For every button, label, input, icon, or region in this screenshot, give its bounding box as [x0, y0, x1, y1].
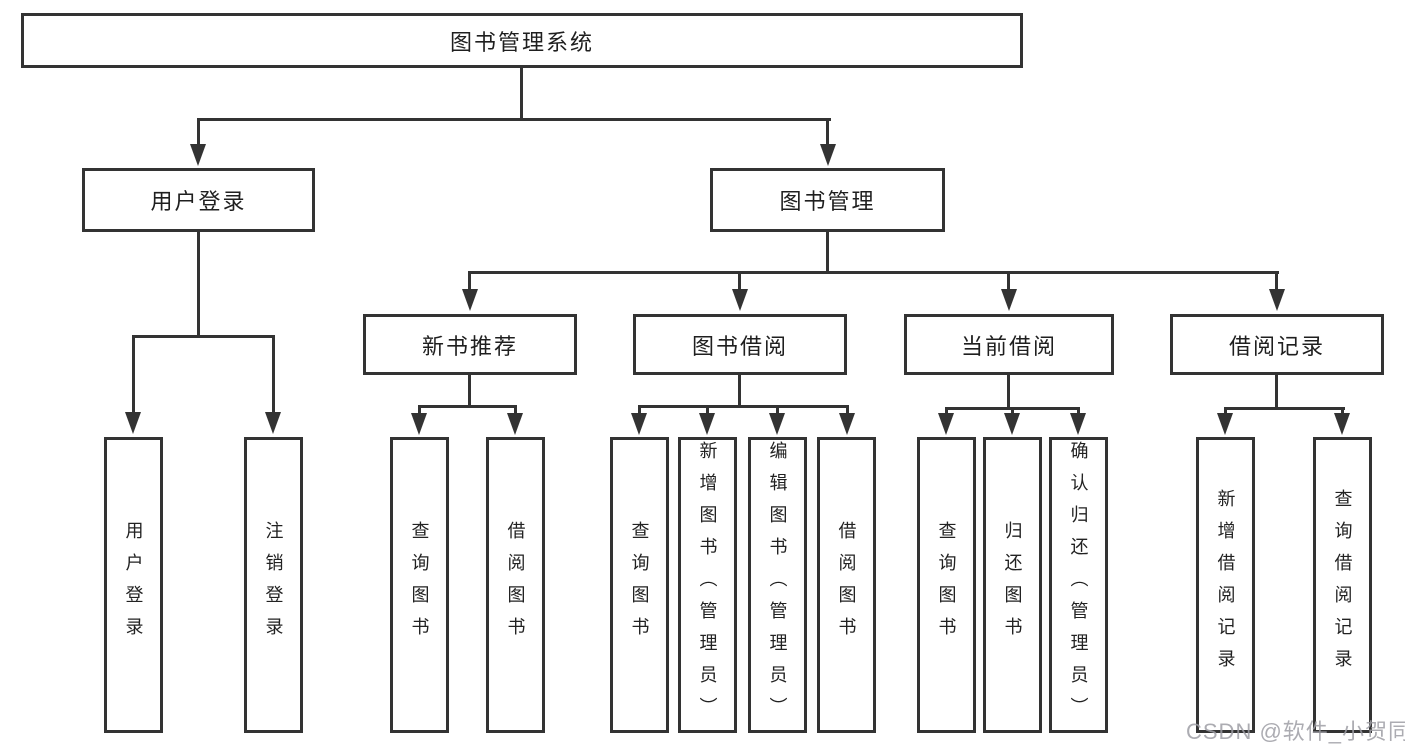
node-root-label: 图书管理系统	[449, 29, 594, 55]
connector-currentborrow-stem	[1007, 375, 1010, 410]
arrowhead-icon	[1004, 413, 1020, 435]
arrowhead-icon	[820, 144, 836, 166]
leaf-borrow-add-admin-label: 新增图书（管理员）	[697, 441, 718, 729]
connector-leaf-drop	[272, 335, 275, 414]
connector-userlogin-stem	[197, 232, 200, 338]
connector-borrowrecord-stem	[1275, 375, 1278, 410]
connector-leaf-drop	[638, 405, 641, 417]
arrowhead-icon	[938, 413, 954, 435]
connector-l3-drop	[1007, 271, 1010, 291]
leaf-record-query: 查询借阅记录	[1313, 437, 1372, 733]
connector-bookborrow-stem	[738, 375, 741, 408]
leaf-current-return: 归还图书	[983, 437, 1042, 733]
node-user-login: 用户登录	[82, 168, 315, 232]
arrowhead-icon	[507, 413, 523, 435]
arrowhead-icon	[1217, 413, 1233, 435]
connector-leaf-drop	[514, 405, 517, 417]
connector-leaf-drop	[1077, 407, 1080, 417]
connector-leaf-drop	[132, 335, 135, 414]
connector-root-bar	[197, 118, 831, 121]
node-book-borrow-label: 图书借阅	[691, 333, 788, 359]
leaf-current-query: 查询图书	[917, 437, 976, 733]
connector-root-stem	[520, 68, 523, 119]
leaf-borrow-query-label: 查询图书	[629, 521, 650, 649]
leaf-record-query-label: 查询借阅记录	[1332, 489, 1353, 681]
connector-bookmgmt-bar	[468, 271, 1279, 274]
arrowhead-icon	[1269, 289, 1285, 311]
connector-l3-drop	[468, 271, 471, 291]
node-new-book-recommend: 新书推荐	[363, 314, 577, 375]
arrowhead-icon	[1070, 413, 1086, 435]
connector-bookmgmt-drop	[826, 118, 829, 148]
arrowhead-icon	[462, 289, 478, 311]
node-borrow-record: 借阅记录	[1170, 314, 1384, 375]
connector-leaf-drop	[1224, 407, 1227, 417]
leaf-current-return-label: 归还图书	[1002, 521, 1023, 649]
leaf-current-confirm-admin: 确认归还（管理员）	[1049, 437, 1108, 733]
connector-leaf-drop	[1341, 407, 1344, 417]
connector-bookborrow-bar	[638, 405, 849, 408]
leaf-logout: 注销登录	[244, 437, 303, 733]
leaf-record-add-label: 新增借阅记录	[1215, 489, 1236, 681]
leaf-newbook-borrow: 借阅图书	[486, 437, 545, 733]
node-book-borrow: 图书借阅	[633, 314, 847, 375]
leaf-borrow-query: 查询图书	[610, 437, 669, 733]
arrowhead-icon	[732, 289, 748, 311]
leaf-borrow-add-admin: 新增图书（管理员）	[678, 437, 737, 733]
connector-leaf-drop	[776, 405, 779, 417]
node-user-login-label: 用户登录	[150, 189, 247, 214]
leaf-record-add: 新增借阅记录	[1196, 437, 1255, 733]
connector-newbook-bar	[418, 405, 517, 408]
connector-l3-drop	[1275, 271, 1278, 291]
connector-l3-drop	[738, 271, 741, 291]
arrowhead-icon	[265, 412, 281, 434]
arrowhead-icon	[190, 144, 206, 166]
leaf-borrow-edit-admin-label: 编辑图书（管理员）	[767, 441, 788, 729]
leaf-newbook-borrow-label: 借阅图书	[505, 521, 526, 649]
csdn-watermark: CSDN @软件_小贺同学	[1186, 719, 1405, 744]
leaf-borrow-borrow: 借阅图书	[817, 437, 876, 733]
node-book-management: 图书管理	[710, 168, 945, 232]
connector-newbook-stem	[468, 375, 471, 408]
connector-leaf-drop	[706, 405, 709, 417]
leaf-user-login: 用户登录	[104, 437, 163, 733]
leaf-user-login-label: 用户登录	[123, 521, 144, 649]
leaf-current-query-label: 查询图书	[936, 521, 957, 649]
arrowhead-icon	[411, 413, 427, 435]
leaf-newbook-query-label: 查询图书	[409, 521, 430, 649]
leaf-newbook-query: 查询图书	[390, 437, 449, 733]
connector-leaf-drop	[846, 405, 849, 417]
leaf-borrow-edit-admin: 编辑图书（管理员）	[748, 437, 807, 733]
node-new-book-recommend-label: 新书推荐	[421, 333, 518, 359]
leaf-logout-label: 注销登录	[263, 521, 284, 649]
node-current-borrow-label: 当前借阅	[960, 333, 1057, 359]
leaf-current-confirm-admin-label: 确认归还（管理员）	[1068, 441, 1089, 729]
connector-bookmgmt-stem	[826, 232, 829, 274]
connector-leaf-drop	[418, 405, 421, 417]
connector-borrowrecord-bar	[1224, 407, 1345, 410]
arrowhead-icon	[1334, 413, 1350, 435]
arrowhead-icon	[699, 413, 715, 435]
node-root-library-system: 图书管理系统	[21, 13, 1023, 68]
connector-userlogin-drop	[197, 118, 200, 148]
arrowhead-icon	[125, 412, 141, 434]
node-current-borrow: 当前借阅	[904, 314, 1114, 375]
arrowhead-icon	[631, 413, 647, 435]
node-borrow-record-label: 借阅记录	[1228, 333, 1325, 359]
node-book-management-label: 图书管理	[779, 189, 876, 214]
connector-userlogin-bar	[132, 335, 275, 338]
arrowhead-icon	[839, 413, 855, 435]
arrowhead-icon	[1001, 289, 1017, 311]
arrowhead-icon	[769, 413, 785, 435]
connector-leaf-drop	[945, 407, 948, 417]
leaf-borrow-borrow-label: 借阅图书	[836, 521, 857, 649]
connector-leaf-drop	[1011, 407, 1014, 417]
